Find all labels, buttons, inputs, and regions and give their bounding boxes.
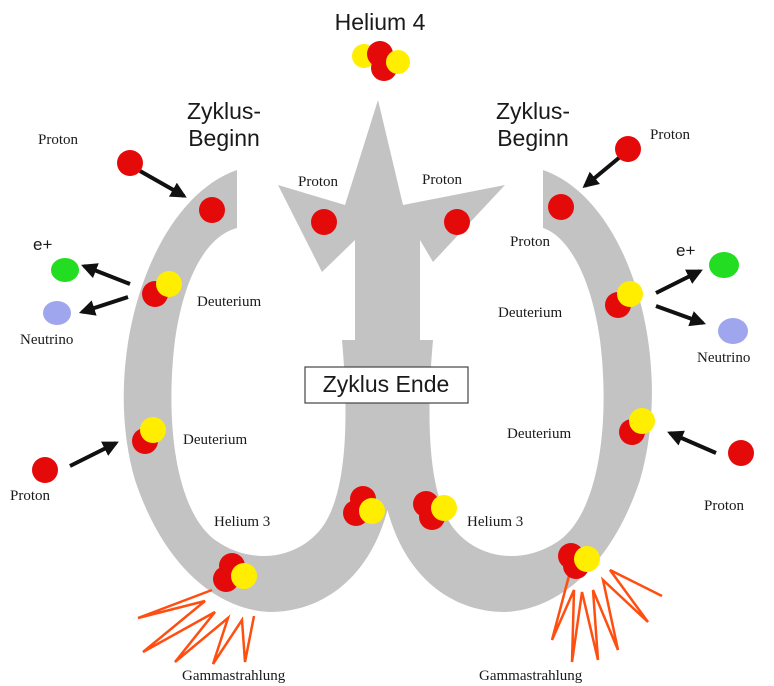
arrow-proton-lower-left [70,443,116,466]
arrow-to-positron-right [656,271,700,293]
arrow-to-neutrino-left [82,297,128,312]
gamma-left-label: Gammastrahlung [182,668,286,684]
cycle-start-right-line1: Zyklus- [496,98,570,124]
proton-center-left [311,209,337,235]
helium3-left-label: Helium 3 [214,514,270,530]
helium3-right-label: Helium 3 [467,514,523,530]
neutrino-right [718,318,748,344]
proton-lower-left-label: Proton [10,488,51,504]
proton-lower-left [32,457,58,483]
proton-center-right-label: Proton [422,172,463,188]
deuterium-left-lower-label: Deuterium [183,432,247,448]
positron-right [709,252,739,278]
arrow-proton-to-cycle-left [140,171,184,196]
neutrino-left [43,301,71,325]
arrow-proton-lower-right [670,433,716,453]
proton-top-left-label: Proton [38,132,79,148]
arrow-to-neutrino-right [656,306,703,323]
deuterium-right-upper-label: Deuterium [498,305,562,321]
cycle-start-left-line1: Zyklus- [187,98,261,124]
arrow-proton-to-cycle-right [585,157,620,186]
proton-top-right-label: Proton [650,127,691,143]
proton-lower-right-label: Proton [704,498,745,514]
arrow-to-positron-left [84,266,130,284]
neutrino-right-label: Neutrino [697,350,750,366]
cycle-start-right-line2: Beginn [497,125,569,151]
positron-right-label: e+ [676,241,695,260]
proton-top-right [615,136,641,162]
positron-left [51,258,79,282]
cycle-start-left-line2: Beginn [188,125,260,151]
central-helium4-arrow [278,100,505,470]
proton-ring-right-start [548,194,574,220]
helium4-nucleus [352,41,410,81]
cycle-end-label: Zyklus Ende [323,371,450,397]
helium4-title: Helium 4 [335,9,426,35]
gamma-right-label: Gammastrahlung [479,668,583,684]
proton-lower-right [728,440,754,466]
proton-right-ring-label: Proton [510,234,551,250]
proton-ring-left-start [199,197,225,223]
proton-center-right [444,209,470,235]
proton-top-left [117,150,143,176]
deuterium-left-upper-label: Deuterium [197,294,261,310]
positron-left-label: e+ [33,235,52,254]
proton-center-left-label: Proton [298,174,339,190]
deuterium-right-lower-label: Deuterium [507,426,571,442]
neutrino-left-label: Neutrino [20,332,73,348]
